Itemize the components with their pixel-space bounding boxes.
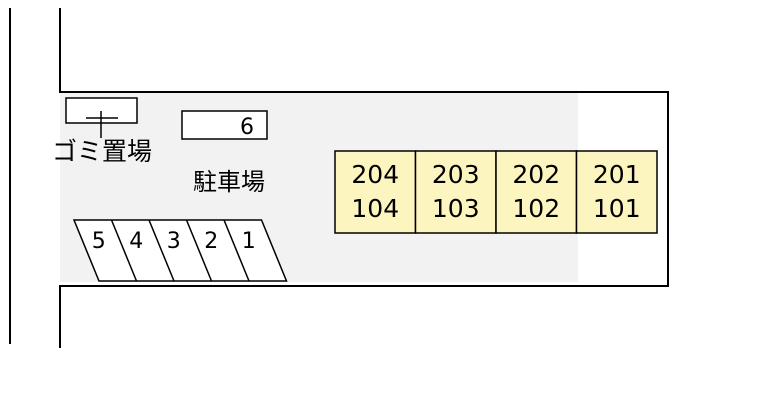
- parking-space-label-2: 2: [204, 229, 218, 254]
- unit-number-lower: 101: [593, 194, 641, 223]
- unit-box: [495, 150, 578, 234]
- parking-space-6: 6: [181, 110, 268, 140]
- unit-number-lower: 103: [432, 194, 480, 223]
- parking-space-divider: [223, 219, 250, 282]
- parking-space-divider: [110, 219, 138, 282]
- unit-box: [575, 150, 658, 234]
- unit-number-lower: 102: [512, 194, 560, 223]
- unit-number-upper: 203: [432, 160, 480, 189]
- unit-number-lower: 104: [351, 194, 399, 223]
- garbage-station: ゴミ置場: [52, 97, 152, 166]
- parking-space-6-label: 6: [240, 115, 254, 140]
- parking-space-divider: [185, 219, 213, 282]
- parking-space-label-5: 5: [92, 229, 106, 254]
- parking-space-6-box: [181, 110, 268, 140]
- parking-space-label-3: 3: [167, 229, 181, 254]
- unit-number-upper: 202: [512, 160, 560, 189]
- unit-number-upper: 204: [351, 160, 399, 189]
- parking-spaces-outline: [72, 219, 288, 282]
- lot-boundary-top: [59, 8, 669, 348]
- garbage-label: ゴミ置場: [52, 137, 152, 166]
- parking-space-label-1: 1: [242, 229, 256, 254]
- parking-space-divider: [148, 219, 175, 282]
- parking-label: 駐車場: [193, 168, 265, 196]
- parking-space-label-4: 4: [129, 229, 143, 254]
- unit-number-upper: 201: [593, 160, 641, 189]
